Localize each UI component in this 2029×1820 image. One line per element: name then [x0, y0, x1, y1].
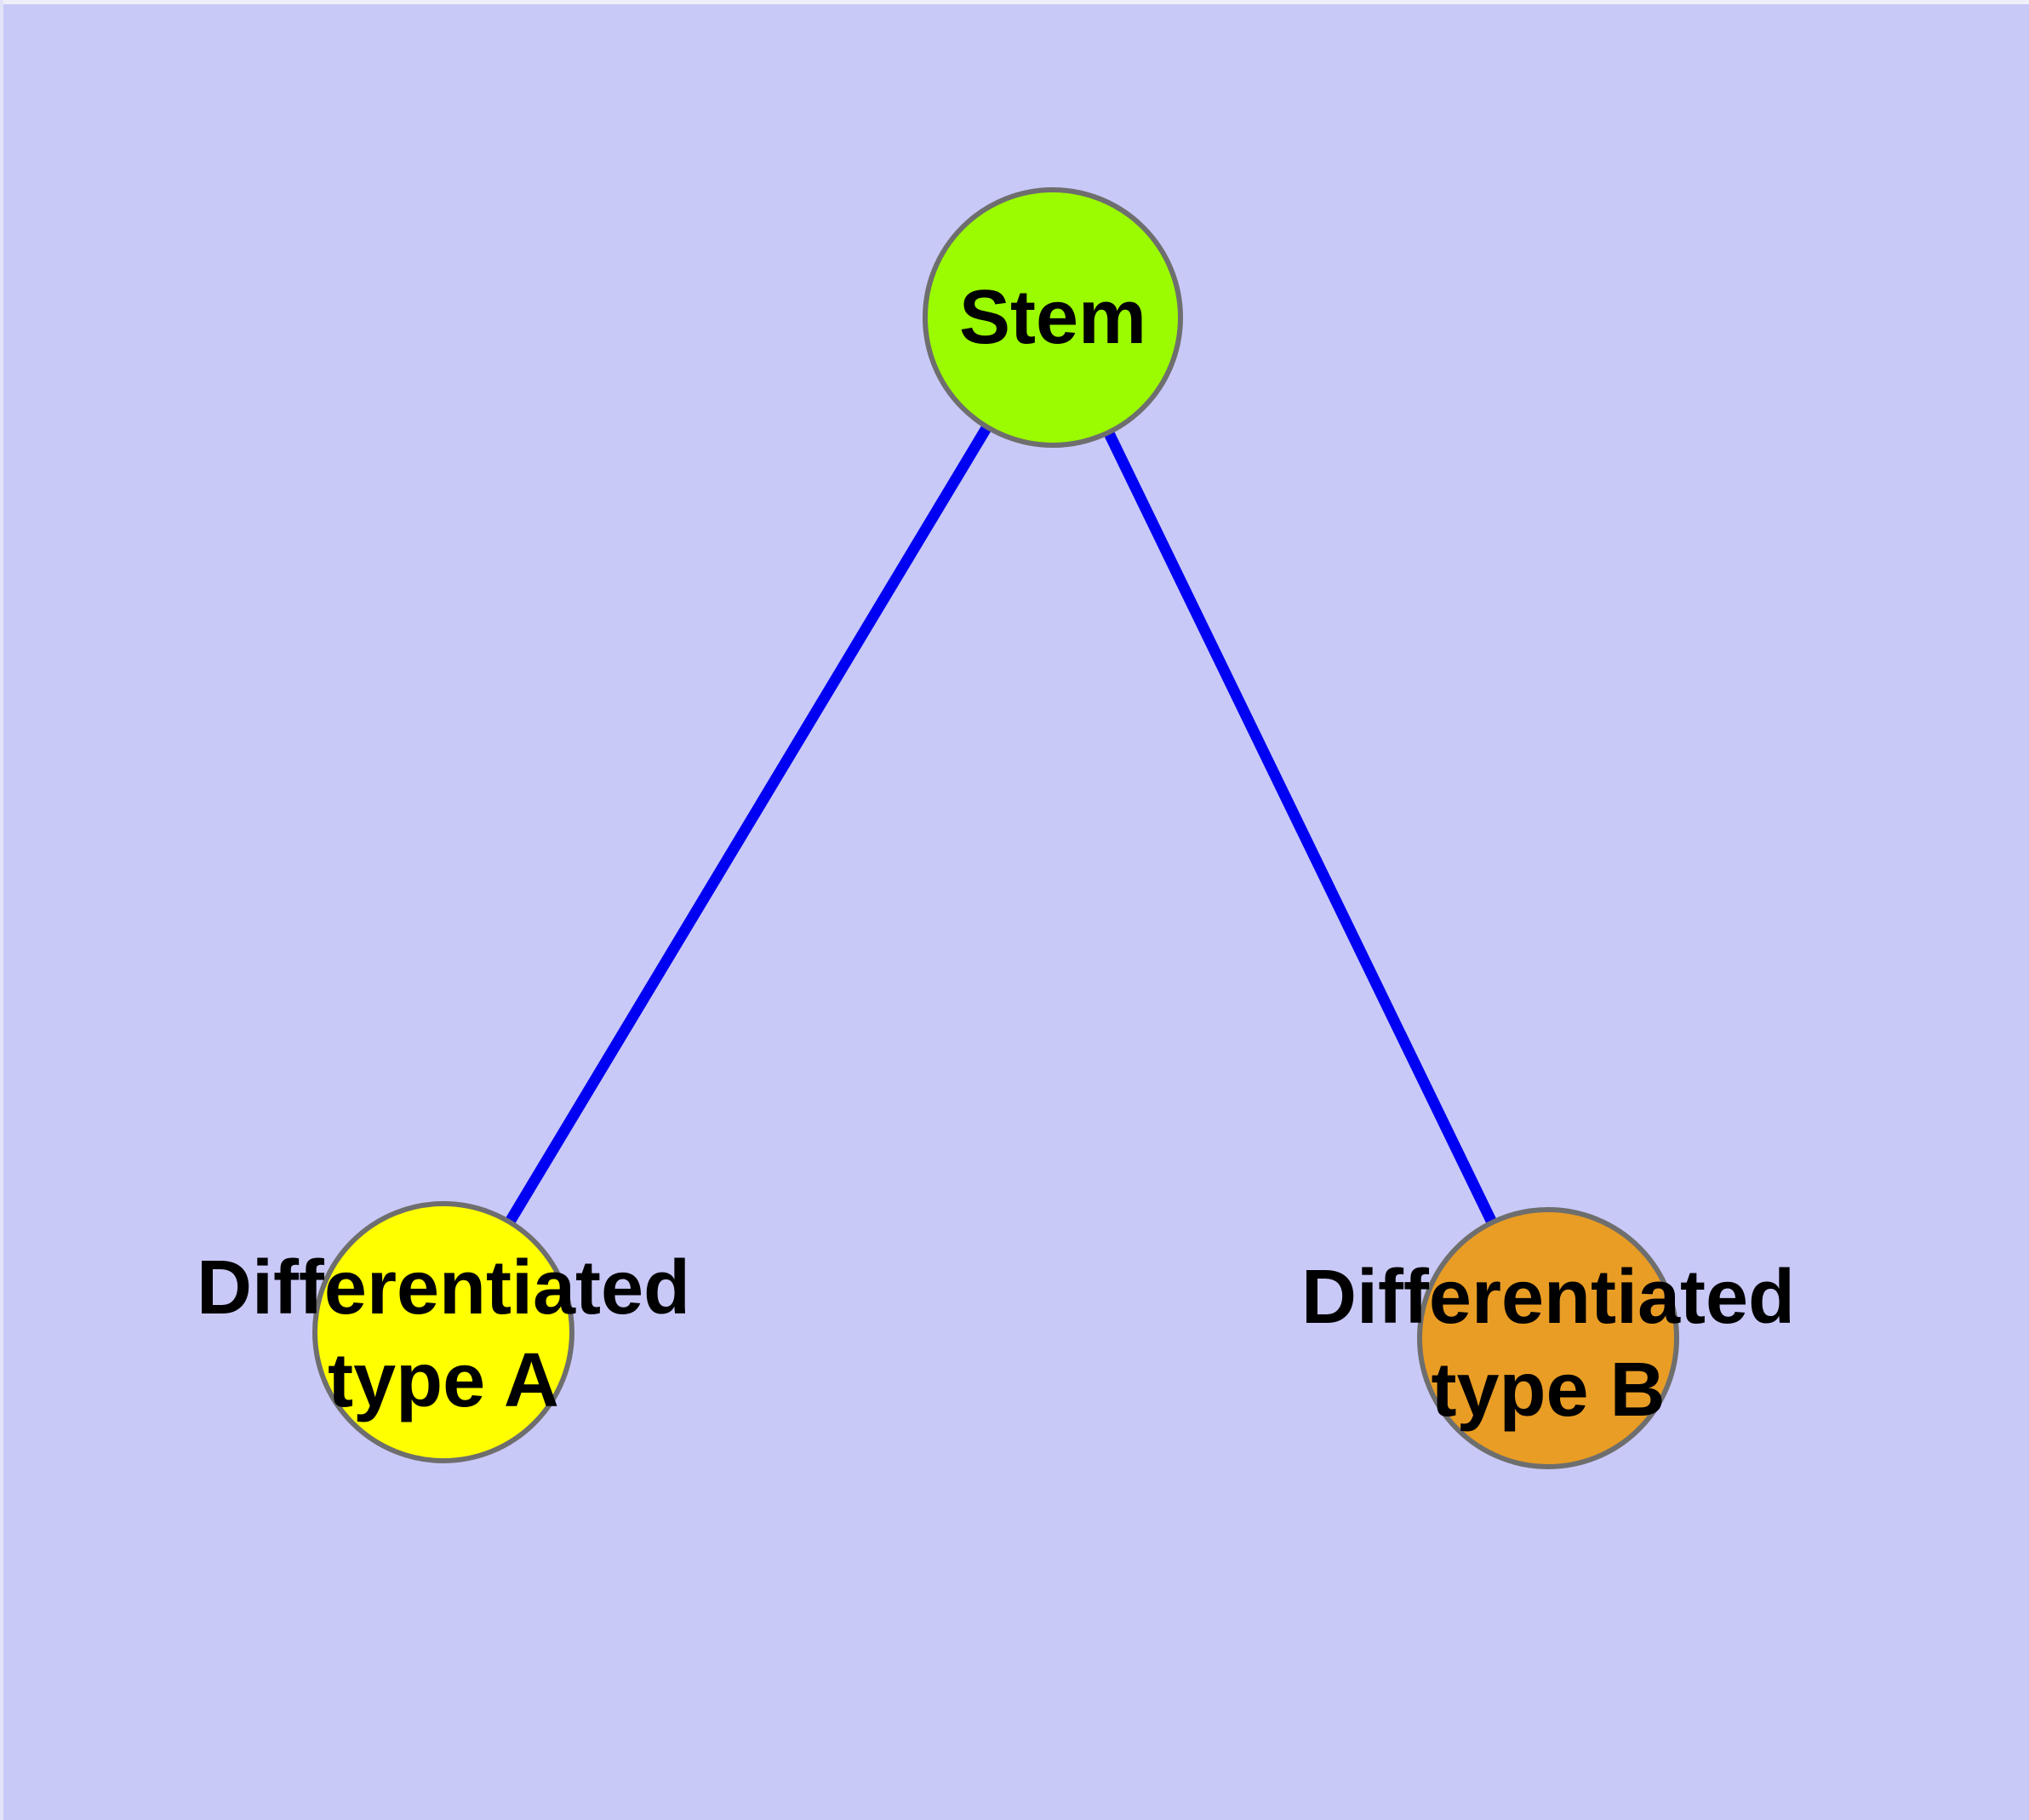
- node-differentiated-type-a[interactable]: [312, 1201, 574, 1463]
- node-stem[interactable]: [923, 187, 1183, 448]
- node-type-b-label-line1: Differentiated: [1301, 1255, 1795, 1340]
- edge-stem-to-type-a: [438, 314, 1058, 1336]
- edge-stem-to-type-b: [1048, 315, 1553, 1341]
- node-type-b-label-line2: type B: [1431, 1348, 1665, 1433]
- node-type-a-label-line1: Differentiated: [197, 1245, 690, 1331]
- window-edge-highlight-top: [0, 0, 2029, 4]
- node-differentiated-type-b[interactable]: [1417, 1207, 1679, 1469]
- window-edge-highlight-left: [0, 0, 3, 1820]
- node-type-a-label-line2: type A: [328, 1338, 559, 1423]
- node-stem-label: Stem: [959, 275, 1146, 360]
